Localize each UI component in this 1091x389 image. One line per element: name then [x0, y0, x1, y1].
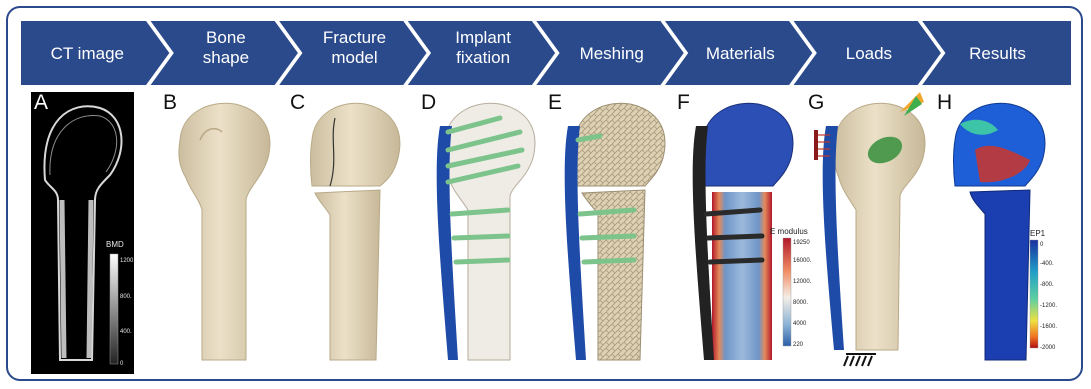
- panel-letter-f: F: [677, 92, 690, 113]
- panel-letter-a: A: [34, 92, 48, 113]
- panel-g-loads: [814, 92, 925, 366]
- step-label-c: Fracture: [323, 28, 386, 47]
- emodulus-tick: 8000.: [793, 300, 808, 306]
- step-label-d: fixation: [456, 48, 510, 67]
- panel-letter-e: E: [548, 92, 562, 113]
- ep1-scale-title: EP1: [1030, 229, 1046, 238]
- step-label-c: model: [331, 48, 377, 67]
- panel-a-ct-image: BMD 1200. 800. 400. 0: [31, 92, 135, 374]
- step-label-h: Results: [969, 44, 1026, 63]
- panel-c-fracture-model: [311, 103, 400, 360]
- emodulus-tick: 4000: [793, 321, 807, 327]
- panel-e-meshing: [565, 103, 665, 360]
- panel-b-bone-shape: [179, 103, 270, 360]
- ep1-tick: -400.: [1040, 261, 1054, 267]
- step-label-e: Meshing: [580, 44, 644, 63]
- ep1-tick: -2000: [1040, 345, 1056, 351]
- emodulus-tick: 19250: [793, 240, 810, 246]
- ep1-tick: 0: [1040, 242, 1044, 248]
- emodulus-tick: 12000.: [793, 279, 812, 285]
- emodulus-scale-title: E modulus: [770, 227, 808, 236]
- panel-h-results: EP1 0 -400. -800. -1200. -1600. -2000: [954, 103, 1058, 360]
- ep1-tick: -800.: [1040, 282, 1054, 288]
- bmd-tick: 400.: [120, 329, 132, 335]
- step-label-a: CT image: [51, 44, 124, 63]
- bmd-scale-title: BMD: [106, 240, 124, 249]
- step-label-b: Bone: [206, 28, 246, 47]
- ep1-tick: -1600.: [1040, 324, 1057, 330]
- bmd-tick: 800.: [120, 294, 132, 300]
- step-label-f: Materials: [706, 44, 775, 63]
- step-label-b: shape: [203, 48, 249, 67]
- ep1-tick: -1200.: [1040, 303, 1057, 309]
- panel-letter-g: G: [808, 92, 824, 113]
- step-label-d: Implant: [455, 28, 511, 47]
- panel-d-implant-fixation: [437, 103, 535, 360]
- bmd-tick: 1200.: [120, 258, 135, 264]
- panel-letter-d: D: [421, 92, 436, 113]
- panel-f-materials: E modulus 19250 16000. 12000. 8000. 4000…: [693, 103, 812, 360]
- emodulus-tick: 220: [793, 342, 804, 348]
- panel-letter-c: C: [290, 92, 305, 113]
- panel-letter-b: B: [163, 92, 177, 113]
- panel-letter-h: H: [937, 92, 952, 113]
- emodulus-tick: 16000.: [793, 258, 812, 264]
- step-label-g: Loads: [846, 44, 892, 63]
